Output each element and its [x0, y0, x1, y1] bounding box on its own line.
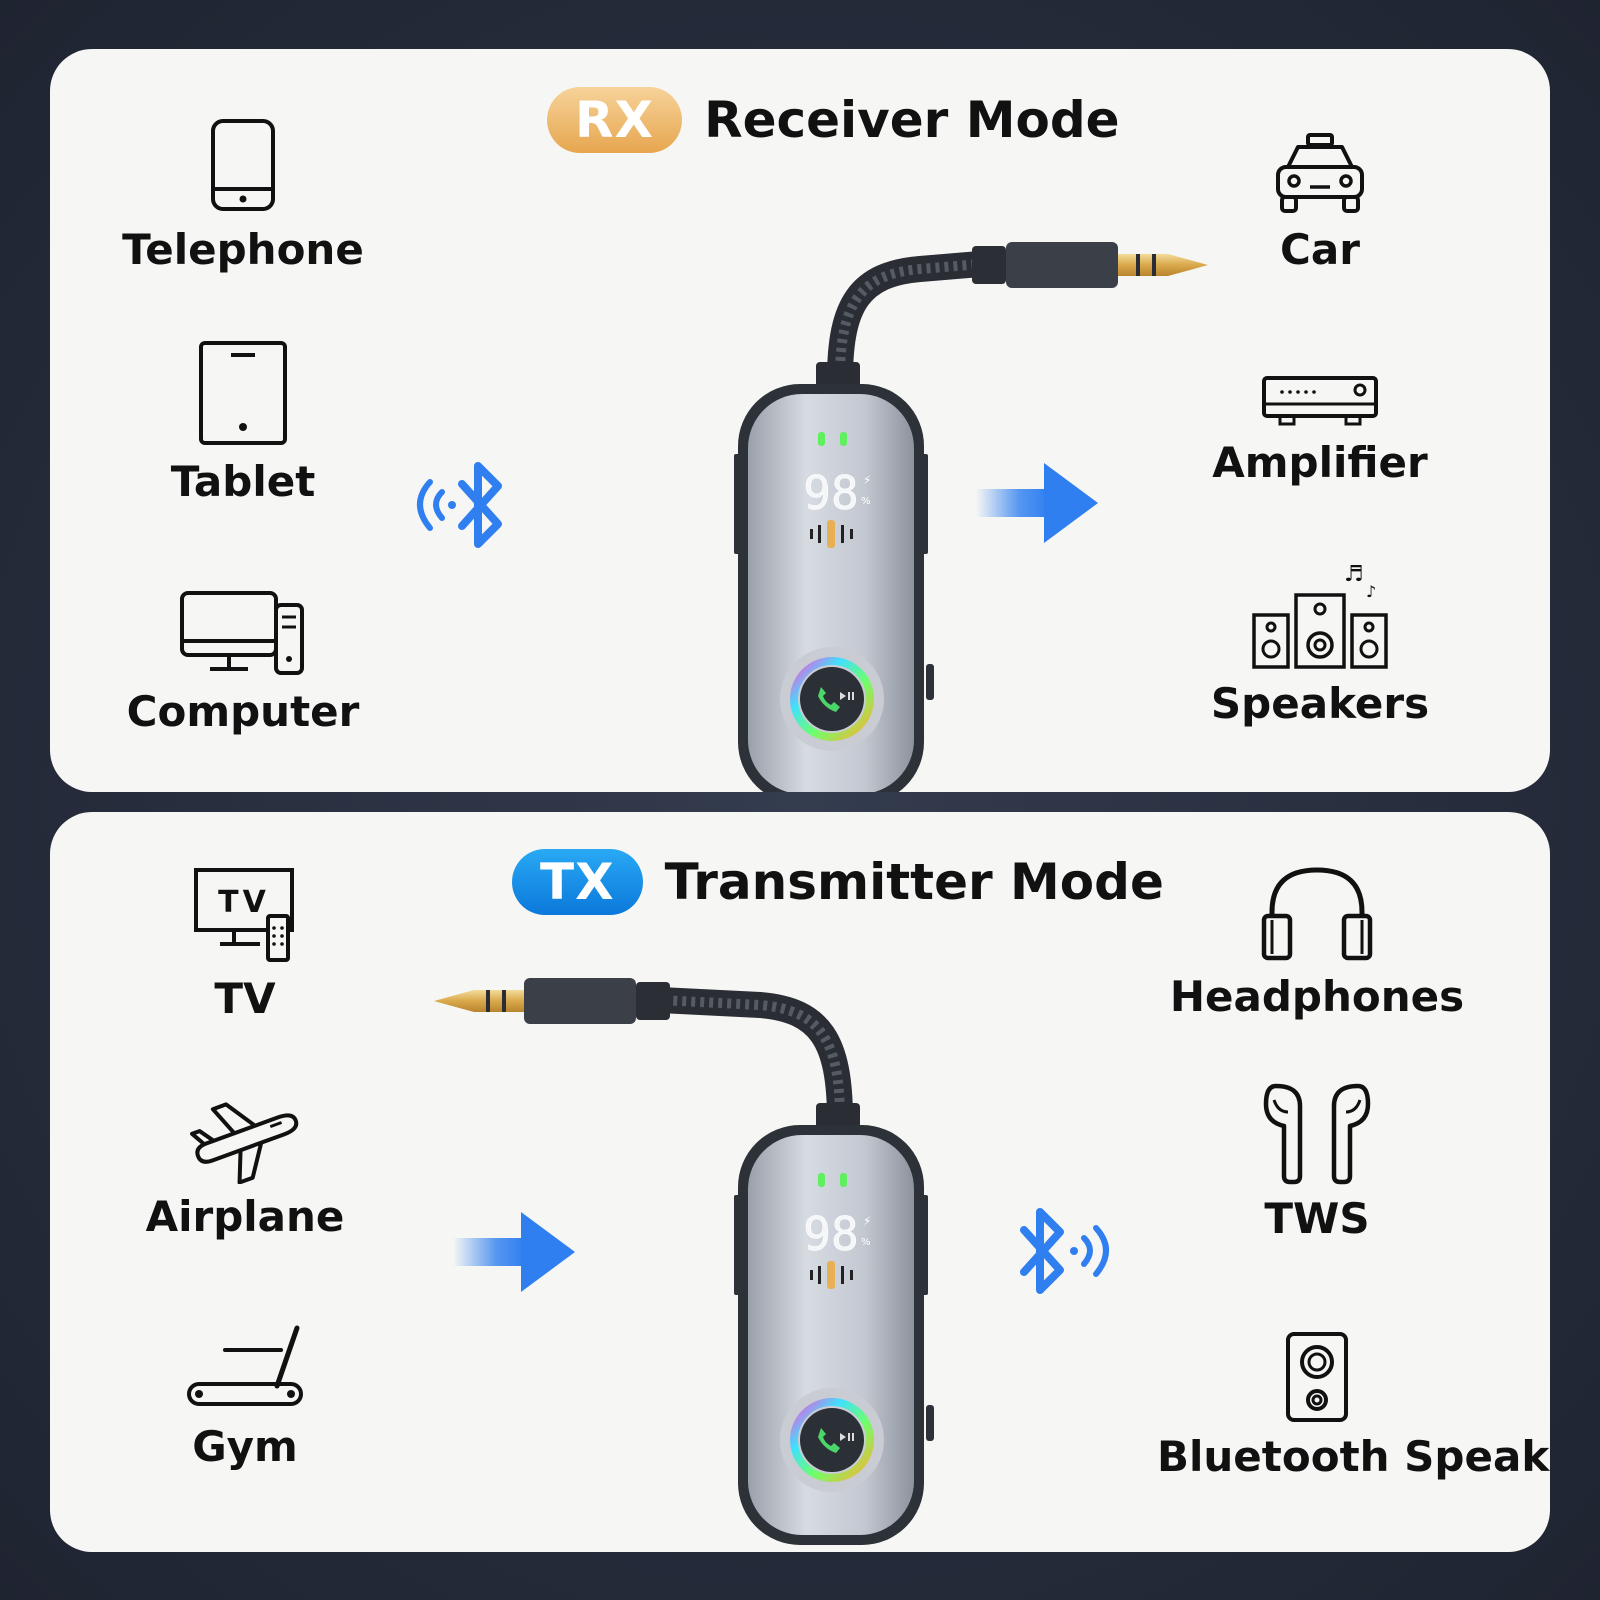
bluetooth-adapter-device-tx: 98 ⚡ %: [434, 978, 934, 1545]
source-label: Telephone: [122, 225, 364, 274]
source-airplane: Airplane: [85, 1094, 405, 1241]
arrow-right-icon: [453, 1212, 575, 1292]
source-label: Tablet: [170, 457, 316, 506]
phone-icon: [211, 119, 275, 211]
output-bluetooth-speaker: Bluetooth Speaker: [1157, 1330, 1550, 1481]
source-telephone: Telephone: [83, 117, 403, 274]
bluetooth-adapter-device-rx: 98 ⚡ %: [734, 242, 1208, 792]
car-icon: [1276, 133, 1364, 213]
source-label: Computer: [126, 687, 360, 736]
output-tws: TWS: [1157, 1082, 1477, 1243]
speakers-icon: ♬ ♪: [1252, 562, 1388, 669]
airplane-icon: [190, 1102, 299, 1184]
receiver-mode-panel: RX Receiver Mode Telephone Tablet: [50, 49, 1550, 792]
computer-icon: [180, 591, 304, 675]
svg-text:♬: ♬: [1344, 562, 1364, 587]
output-headphones: Headphones: [1157, 864, 1477, 1021]
speaker-icon: [1286, 1332, 1348, 1422]
svg-text:♪: ♪: [1366, 582, 1376, 601]
battery-display: 98: [803, 466, 858, 520]
bluetooth-receive-icon: [417, 462, 502, 548]
earbuds-icon: [1263, 1083, 1371, 1185]
output-car: Car: [1160, 131, 1480, 274]
tv-icon: TV: [194, 868, 294, 962]
headphones-icon: [1261, 867, 1373, 961]
source-label: Gym: [192, 1422, 298, 1471]
output-label: Amplifier: [1212, 438, 1428, 487]
transmitter-mode-header: TX Transmitter Mode: [512, 849, 1164, 915]
source-label: TV: [214, 974, 276, 1023]
output-label: Car: [1280, 225, 1360, 274]
output-amplifier: Amplifier: [1160, 374, 1480, 487]
receiver-mode-title: Receiver Mode: [704, 91, 1120, 149]
svg-text:%: %: [861, 1237, 871, 1248]
output-speakers: ♬ ♪ Speakers: [1160, 561, 1480, 728]
transmitter-mode-panel: TX Transmitter Mode TV TV Airplane: [50, 812, 1550, 1552]
transmitter-mode-title: Transmitter Mode: [664, 853, 1164, 911]
battery-display: 98: [803, 1207, 858, 1261]
output-label: Speakers: [1210, 679, 1430, 728]
source-computer: Computer: [83, 589, 403, 736]
svg-text:TV: TV: [218, 885, 270, 920]
source-label: Airplane: [145, 1192, 345, 1241]
receiver-mode-header: RX Receiver Mode: [547, 87, 1120, 153]
tablet-icon: [199, 341, 287, 445]
tx-badge: TX: [512, 849, 643, 915]
output-label: TWS: [1264, 1194, 1370, 1243]
source-tv: TV TV: [85, 866, 405, 1023]
rx-badge: RX: [547, 87, 683, 153]
treadmill-icon: [187, 1325, 303, 1406]
output-label: Headphones: [1169, 972, 1465, 1021]
svg-text:%: %: [861, 496, 871, 507]
source-gym: Gym: [85, 1324, 405, 1471]
bluetooth-transmit-icon: [1020, 1208, 1109, 1294]
amplifier-icon: [1262, 376, 1378, 426]
source-tablet: Tablet: [83, 339, 403, 506]
svg-text:⚡: ⚡: [863, 1214, 871, 1228]
arrow-right-icon: [976, 463, 1098, 543]
output-label: Bluetooth Speaker: [1157, 1432, 1550, 1481]
svg-text:⚡: ⚡: [863, 473, 871, 487]
